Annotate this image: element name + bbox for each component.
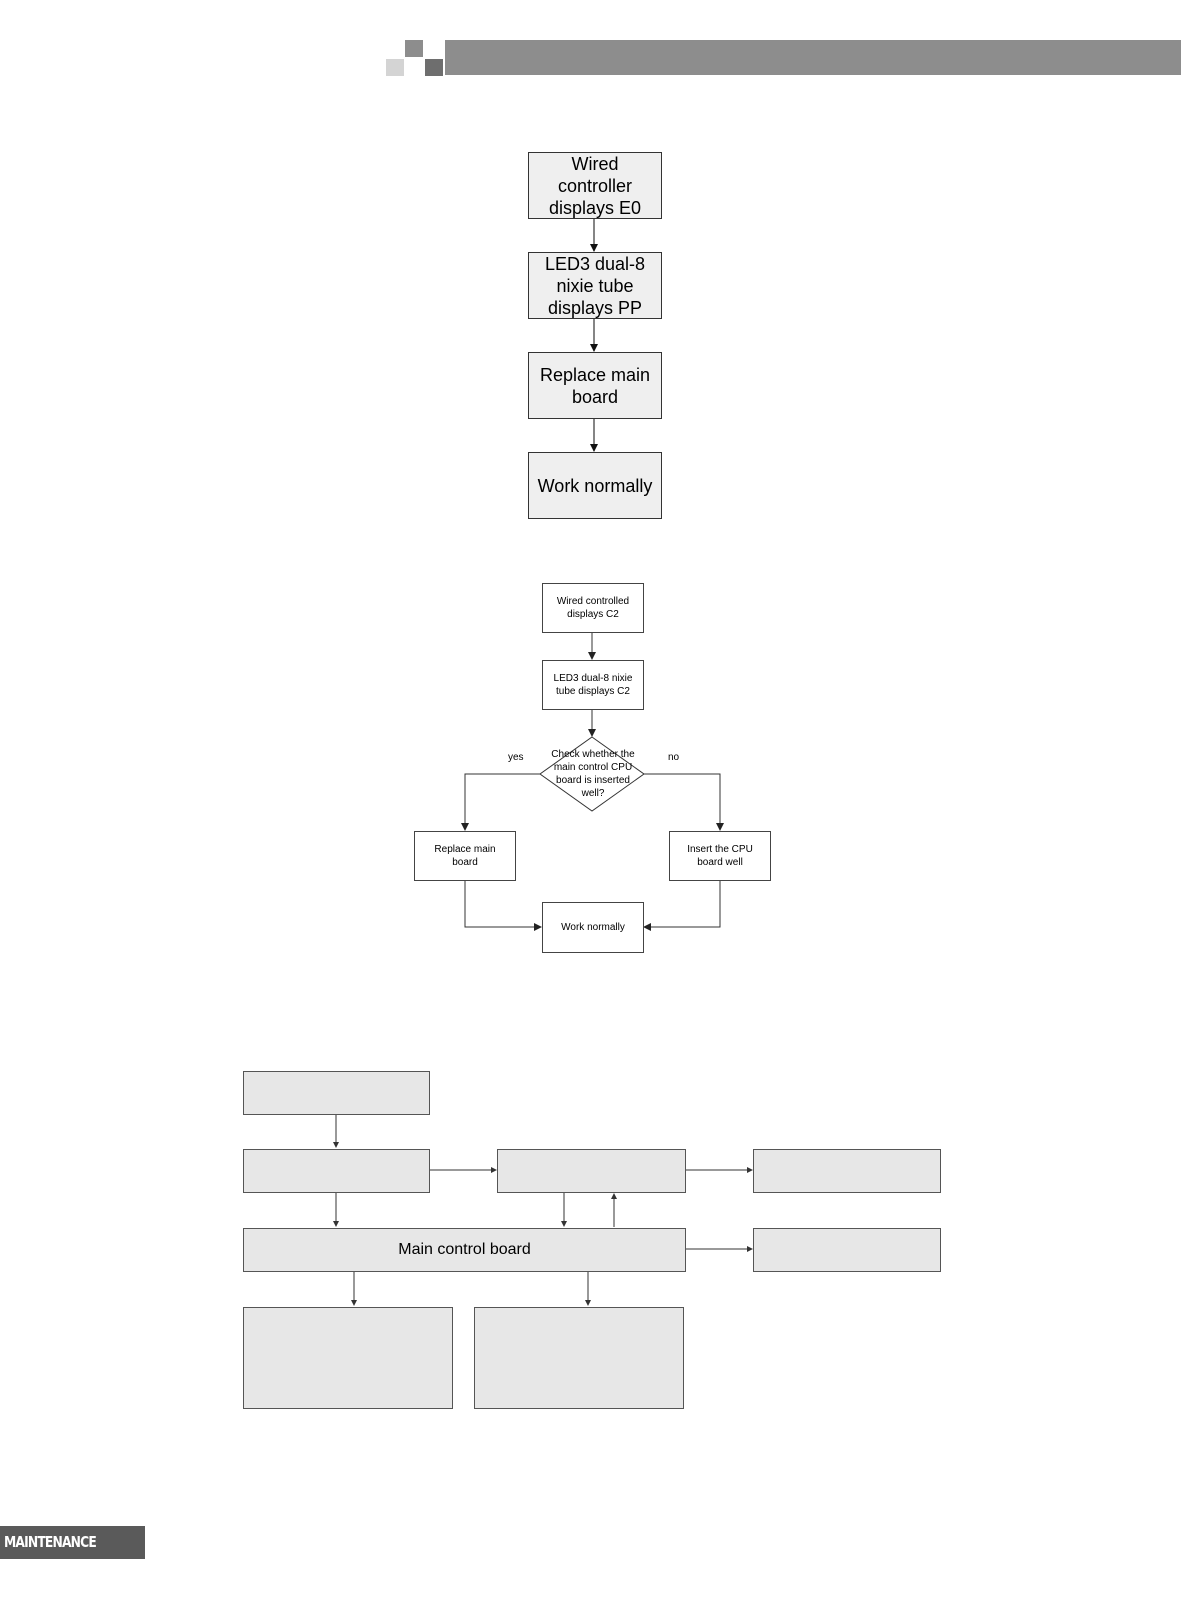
decision-diamond bbox=[539, 736, 645, 812]
replace-main-board-text: Replace main board bbox=[434, 844, 496, 868]
header-decor-square bbox=[386, 59, 404, 76]
block-main-right bbox=[753, 1228, 941, 1272]
flow-c2-end-box: Work normally bbox=[542, 902, 644, 953]
block-bottom-left bbox=[243, 1307, 453, 1409]
main-control-board-box: Main control board bbox=[243, 1228, 686, 1272]
block-top-left bbox=[243, 1071, 430, 1115]
flow-c2-step1-box: Wired controlled displays C2 bbox=[542, 583, 644, 633]
replace-main-board-box: Replace main board bbox=[414, 831, 516, 881]
block-mid-center bbox=[497, 1149, 686, 1193]
flow-e0-step3-box: Replace main board bbox=[528, 352, 662, 419]
flow-e0-step3-text: Replace main board bbox=[539, 364, 651, 407]
header-decor-square bbox=[425, 59, 443, 76]
yes-label: yes bbox=[508, 752, 524, 763]
insert-cpu-board-text: Insert the CPU board well bbox=[687, 844, 753, 868]
flow-e0-step4-box: Work normally bbox=[528, 452, 662, 519]
header-decor-square bbox=[405, 40, 423, 57]
flow-c2-step2-box: LED3 dual-8 nixie tube displays C2 bbox=[542, 660, 644, 710]
no-label: no bbox=[668, 752, 680, 763]
decision-text: Check whether the main control CPU board… bbox=[551, 749, 635, 799]
flow-e0-step1-text: Wired controller displays E0 bbox=[548, 153, 642, 218]
flow-c2-end-text: Work normally bbox=[561, 922, 625, 933]
flow-c2-step1-text: Wired controlled displays C2 bbox=[556, 596, 630, 620]
insert-cpu-board-box: Insert the CPU board well bbox=[669, 831, 771, 881]
block-mid-left bbox=[243, 1149, 430, 1193]
flow-e0-step2-box: LED3 dual-8 nixie tube displays PP bbox=[528, 252, 662, 319]
flow-e0-step1-box: Wired controller displays E0 bbox=[528, 152, 662, 219]
flow-c2-step2-text: LED3 dual-8 nixie tube displays C2 bbox=[553, 673, 633, 697]
block-mid-right bbox=[753, 1149, 941, 1193]
footer-tab: MAINTENANCE bbox=[0, 1526, 145, 1559]
header-bar bbox=[445, 40, 1181, 75]
flow-e0-step2-text: LED3 dual-8 nixie tube displays PP bbox=[544, 253, 646, 318]
main-control-board-label: Main control board bbox=[398, 1241, 531, 1258]
flow-e0-step4-text: Work normally bbox=[537, 475, 653, 496]
block-bottom-center bbox=[474, 1307, 684, 1409]
footer-section-label: MAINTENANCE bbox=[4, 1533, 97, 1551]
